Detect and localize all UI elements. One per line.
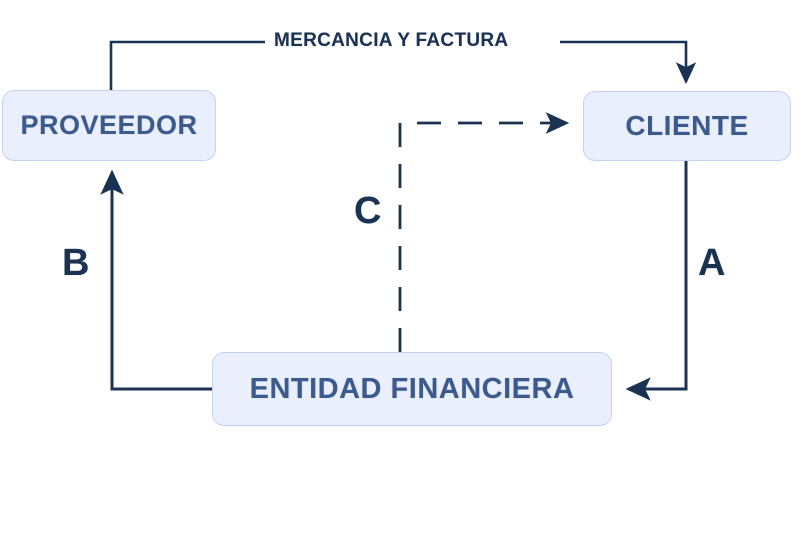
- edge-a-path: [625, 161, 688, 401]
- edge-mercancia-left-segment: [109, 40, 265, 90]
- edge-c-path: [398, 112, 570, 352]
- edge-label-mercancia-y-factura: MERCANCIA Y FACTURA: [274, 30, 509, 51]
- edge-mercancia-right-segment: [560, 40, 697, 85]
- edge-b-path: [100, 169, 212, 391]
- edge-label-b: B: [62, 242, 90, 284]
- edge-label-a: A: [698, 242, 726, 284]
- node-entidad-financiera[interactable]: ENTIDAD FINANCIERA: [212, 352, 612, 426]
- edge-label-c: C: [354, 190, 382, 232]
- node-cliente[interactable]: CLIENTE: [583, 91, 791, 161]
- node-proveedor[interactable]: PROVEEDOR: [2, 90, 216, 161]
